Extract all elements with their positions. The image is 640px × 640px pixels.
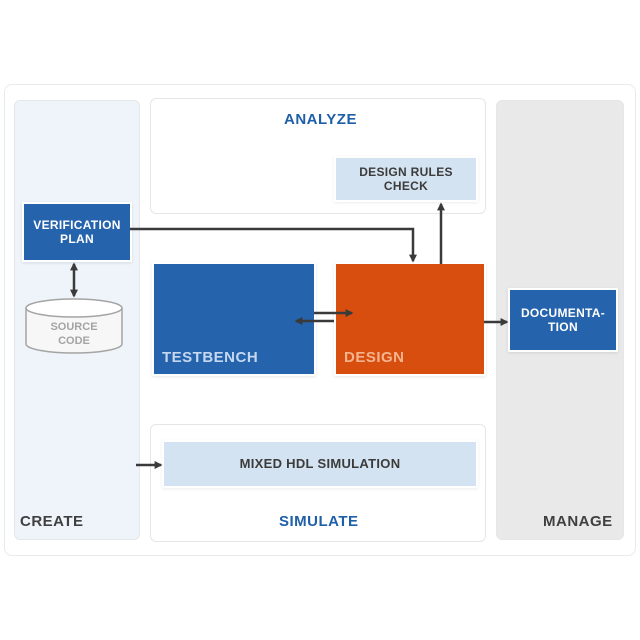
create-label: CREATE: [20, 513, 84, 530]
design-box: DESIGN: [336, 264, 484, 374]
design-rules-check-box: DESIGN RULES CHECK: [336, 158, 476, 200]
mixed-hdl-simulation-box: MIXED HDL SIMULATION: [164, 442, 476, 486]
documentation-box: DOCUMENTA- TION: [510, 290, 616, 350]
analyze-label: ANALYZE: [284, 111, 357, 128]
plan-to-design-arrow: [130, 227, 418, 263]
manage-label: MANAGE: [543, 513, 613, 530]
design-label: DESIGN: [344, 349, 405, 366]
source-code-label-line2: CODE: [58, 335, 90, 347]
simulate-label: SIMULATE: [279, 513, 359, 530]
source-code-label-line1: SOURCE: [50, 321, 97, 333]
source-code-icon: SOURCE CODE: [25, 298, 123, 354]
testbench-label: TESTBENCH: [162, 349, 259, 366]
testbench-box: TESTBENCH: [154, 264, 314, 374]
verification-plan-box: VERIFICATION PLAN: [24, 204, 130, 260]
